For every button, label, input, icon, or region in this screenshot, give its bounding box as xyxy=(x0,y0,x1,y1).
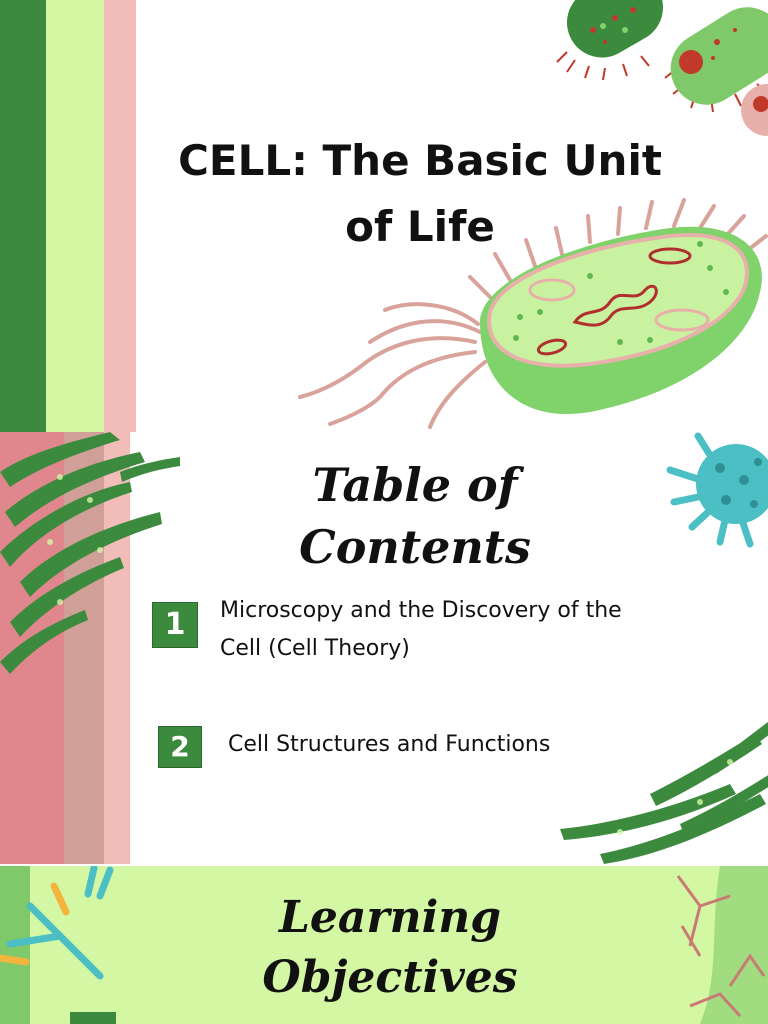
toc-heading-line-1: Table of xyxy=(312,458,518,512)
lo-heading-line-2: Objectives xyxy=(262,952,518,1003)
toc-item-2: Cell Structures and Functions xyxy=(228,726,688,764)
antibody-illustration-right xyxy=(676,866,768,1024)
lo-heading-line-1: Learning xyxy=(278,892,502,943)
slide-title-heading: CELL: The Basic Unit of Life xyxy=(150,128,690,260)
antibody-illustration-left xyxy=(0,866,114,980)
toc-number-2: 2 xyxy=(158,726,202,768)
objective-number-box xyxy=(70,1012,116,1024)
green-streaks-decoration-left xyxy=(0,432,180,674)
toc-item-1-line-2: Cell (Cell Theory) xyxy=(220,636,410,661)
bacteria-illustration-top xyxy=(556,0,768,136)
title-line-2: of Life xyxy=(345,202,495,251)
slide-table-of-contents: Table of Contents 1 Microscopy and the D… xyxy=(0,432,768,864)
title-line-1: CELL: The Basic Unit xyxy=(178,136,662,185)
stripe-pink xyxy=(104,0,136,432)
virus-illustration xyxy=(666,432,768,548)
stripe-dark-green xyxy=(0,0,46,432)
toc-number-1: 1 xyxy=(152,602,198,648)
bacterium-illustration xyxy=(298,198,768,429)
slide-learning-objectives: Learning Objectives xyxy=(0,866,768,1024)
toc-heading: Table of Contents xyxy=(290,454,540,578)
toc-heading-line-2: Contents xyxy=(299,520,531,574)
toc-item-2-line-1: Cell Structures and Functions xyxy=(228,732,551,757)
learning-objectives-heading: Learning Objectives xyxy=(230,888,550,1008)
green-streaks-decoration-right xyxy=(560,722,768,864)
slide-title: CELL: The Basic Unit of Life xyxy=(0,0,768,432)
stripe-light-pink xyxy=(104,432,130,864)
toc-item-1: Microscopy and the Discovery of the Cell… xyxy=(220,592,720,668)
stripe-light-green xyxy=(46,0,104,432)
toc-item-1-line-1: Microscopy and the Discovery of the xyxy=(220,598,622,623)
